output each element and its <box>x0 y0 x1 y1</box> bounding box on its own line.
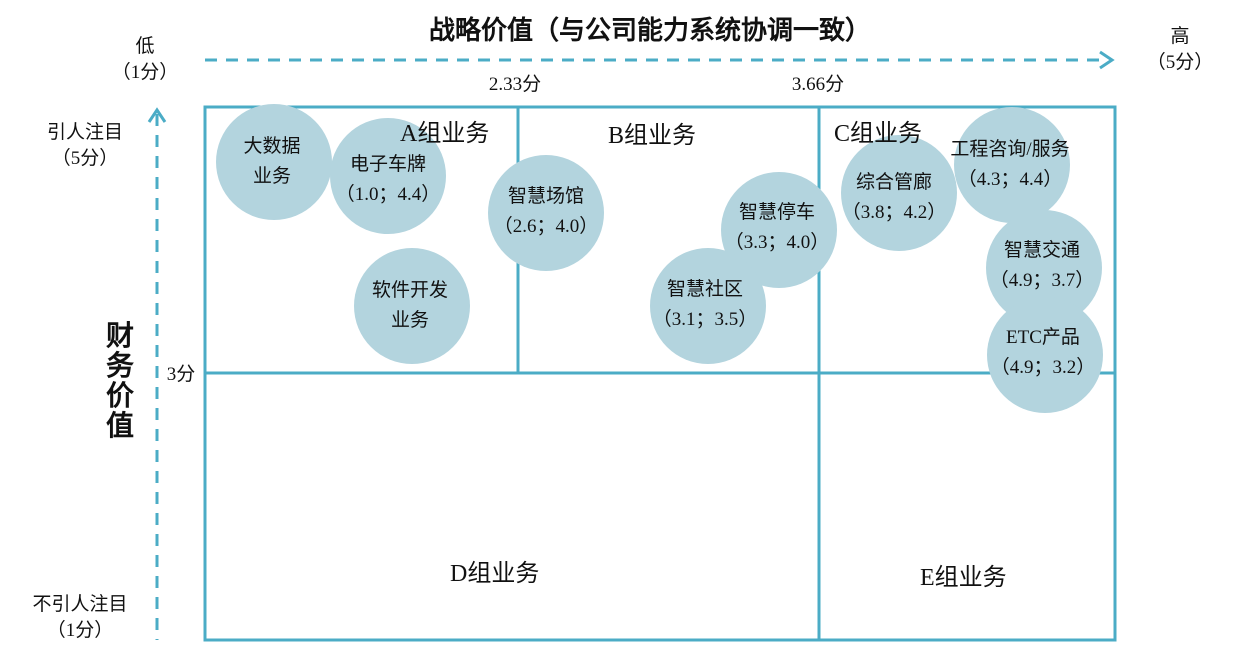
bubble-engineering-consulting <box>954 107 1070 223</box>
bubble-big-data <box>216 104 332 220</box>
bubble-label-engineering-consulting: 工程咨询/服务（4.3；4.4） <box>950 139 1070 190</box>
bubble-label-etc-product: ETC产品（4.9；3.2） <box>990 327 1096 378</box>
y-high-label: 引人注目（5分） <box>46 122 123 169</box>
x-low-label: 低（1分） <box>111 36 179 83</box>
bubble-label-etag: 电子车牌（1.0；4.4） <box>335 154 441 205</box>
y-axis-arrowhead <box>147 107 167 123</box>
x-threshold-233: 2.33分 <box>488 74 542 95</box>
y-axis-title: 财务价值 <box>105 321 134 442</box>
bubble-label-smart-traffic: 智慧交通（4.9；3.7） <box>989 240 1095 291</box>
bubble-utility-tunnel <box>841 135 957 251</box>
bubble-label-smart-community: 智慧社区（3.1；3.5） <box>652 279 758 330</box>
group-d-label: D组业务 <box>450 561 540 587</box>
x-high-label: 高（5分） <box>1146 26 1214 73</box>
bubble-label-big-data: 大数据业务 <box>243 136 301 187</box>
bubble-etag <box>330 118 446 234</box>
bubble-label-smart-parking: 智慧停车（3.3；4.0） <box>724 202 830 253</box>
x-threshold-366: 3.66分 <box>791 74 845 95</box>
bubble-software <box>354 248 470 364</box>
bubble-label-smart-venue: 智慧场馆（2.6；4.0） <box>493 186 599 237</box>
y-threshold-3: 3分 <box>166 364 196 385</box>
bubble-etc-product <box>987 297 1103 413</box>
bubble-smart-venue <box>488 155 604 271</box>
x-axis-arrowhead <box>1099 50 1115 70</box>
group-c-label: C组业务 <box>834 121 923 147</box>
group-a-label: A组业务 <box>400 121 490 147</box>
bubble-label-software: 软件开发业务 <box>371 280 448 331</box>
group-e-label: E组业务 <box>920 565 1007 591</box>
chart-title: 战略价值（与公司能力系统协调一致） <box>428 16 871 45</box>
group-b-label: B组业务 <box>608 123 697 149</box>
bubble-smart-community <box>650 248 766 364</box>
bubble-label-utility-tunnel: 综合管廊（3.8；4.2） <box>841 172 947 223</box>
y-low-label: 不引人注目（1分） <box>32 594 128 641</box>
